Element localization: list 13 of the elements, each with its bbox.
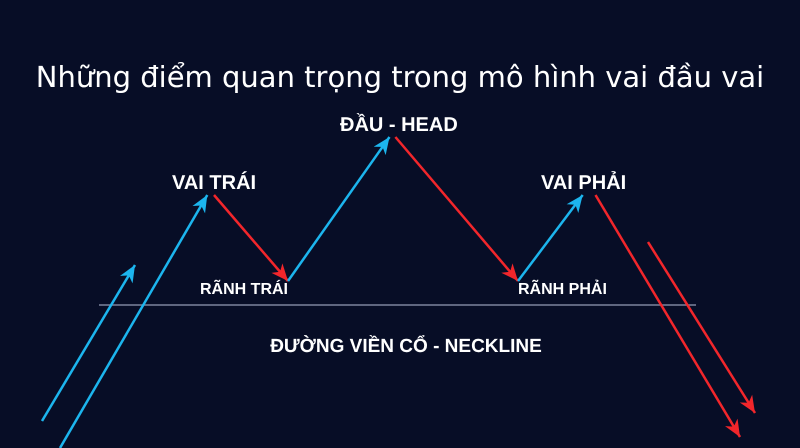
shoulder-label: VAI PHẢI bbox=[541, 172, 626, 195]
arrow bbox=[594, 194, 742, 438]
arrow bbox=[286, 136, 391, 282]
trough-label: RÃNH PHẢI bbox=[518, 281, 607, 300]
arrow bbox=[58, 194, 208, 448]
shoulder-label: VAI TRÁI bbox=[172, 172, 256, 195]
head-label: ĐẦU - HEAD bbox=[340, 114, 458, 137]
arrow bbox=[517, 194, 584, 282]
trough-label: RÃNH TRÁI bbox=[200, 281, 288, 300]
arrow bbox=[394, 136, 519, 282]
arrow bbox=[213, 194, 289, 282]
neckline-label: ĐƯỜNG VIỀN CỔ - NECKLINE bbox=[270, 336, 542, 358]
title: Những điểm quan trọng trong mô hình vai đầu vai bbox=[36, 60, 764, 95]
